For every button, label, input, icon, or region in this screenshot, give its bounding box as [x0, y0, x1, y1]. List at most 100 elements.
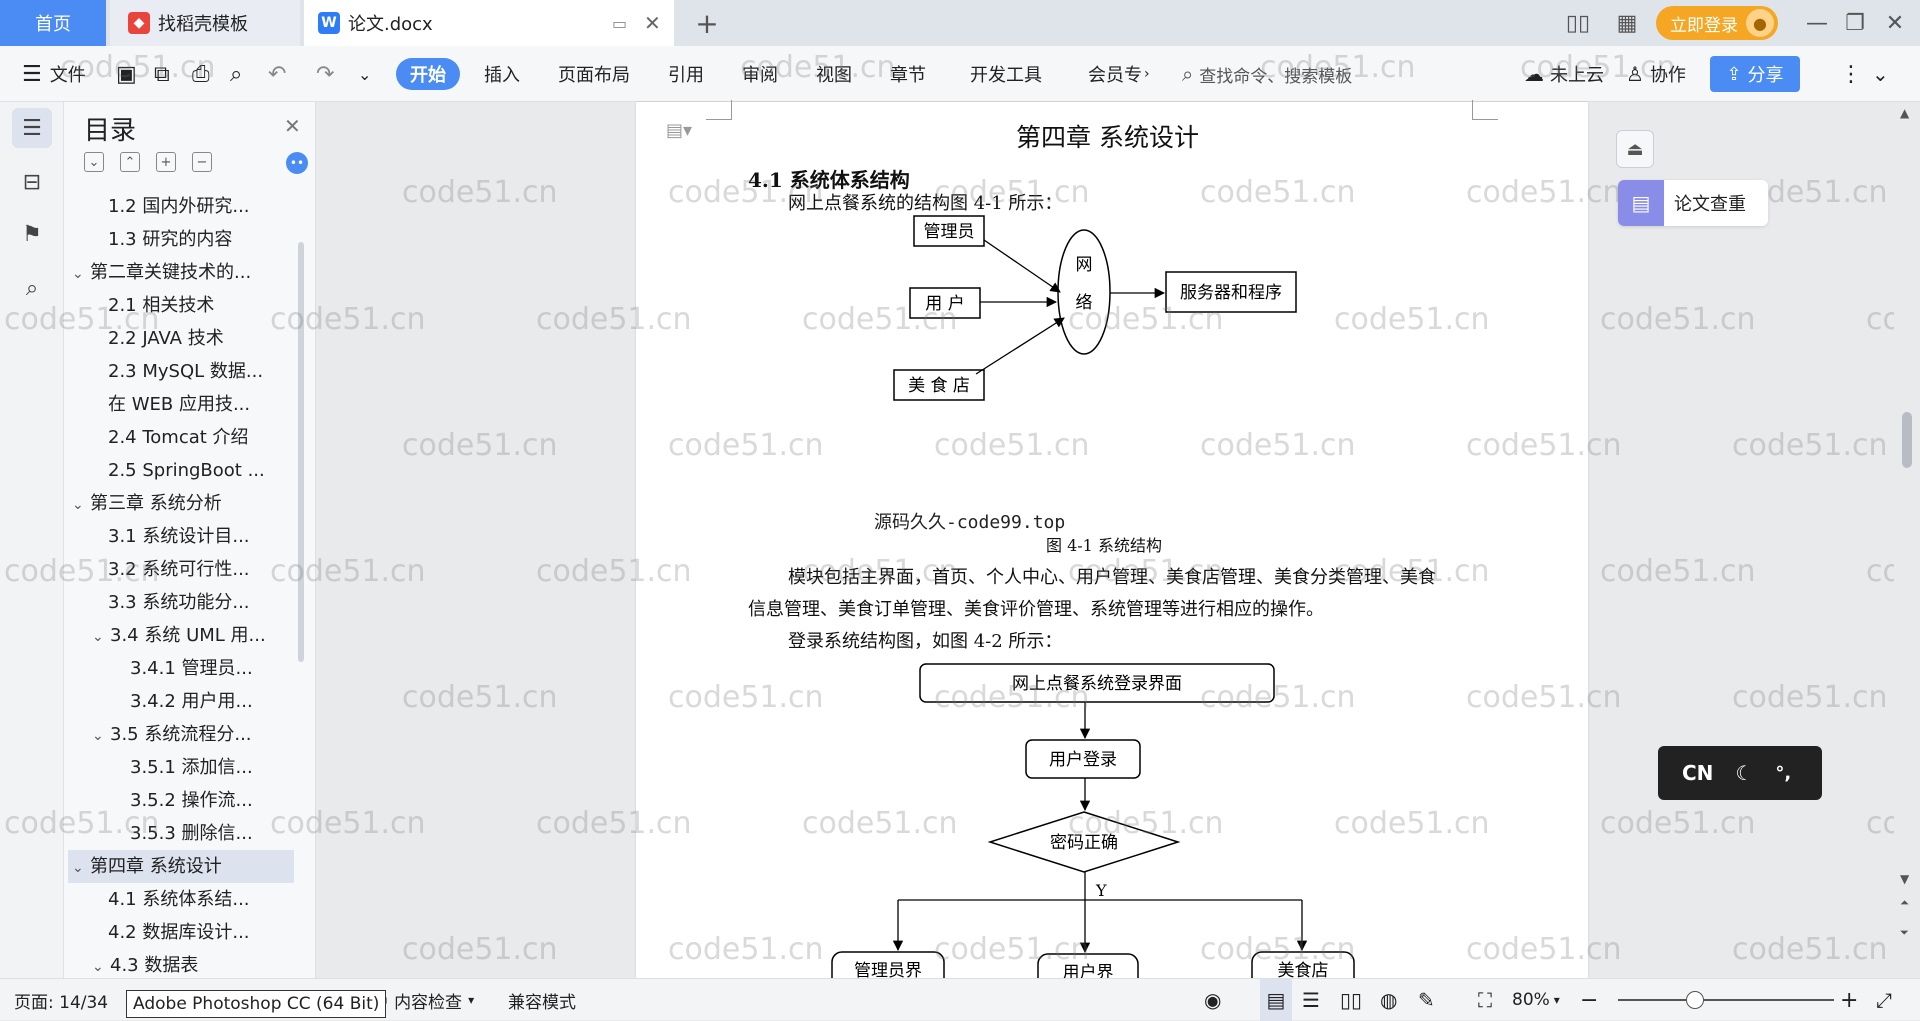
toc-item[interactable]: 3.1 系统设计目... [68, 520, 294, 553]
toc-item[interactable]: ⌄第四章 系统设计 [68, 850, 294, 883]
apps-grid-icon[interactable]: ▦ [1616, 10, 1638, 36]
toc-item[interactable]: 4.2 数据库设计... [68, 916, 294, 949]
new-tab-icon[interactable]: + [695, 6, 719, 40]
tab-insert[interactable]: 插入 [484, 46, 520, 102]
toc-item[interactable]: 3.4.2 用户用... [68, 685, 294, 718]
collaborate-button[interactable]: ♙ 协作 [1626, 46, 1686, 102]
zoom-level[interactable]: 80% ▾ [1512, 979, 1560, 1021]
export-icon[interactable]: ⧉ [154, 61, 170, 87]
tab-chapter[interactable]: 章节 [890, 46, 926, 102]
scroll-up-icon[interactable]: ▲ [1900, 106, 1910, 120]
toc-close-icon[interactable]: ✕ [284, 114, 301, 138]
vertical-scrollbar[interactable]: ▲ ▼ ⏶ ⏷ [1894, 102, 1920, 978]
chevron-down-icon[interactable]: ⌄ [92, 629, 104, 645]
zoom-in-icon[interactable]: + [1840, 987, 1859, 1013]
eject-panel-icon[interactable]: ⏏ [1616, 130, 1654, 168]
undo-icon[interactable]: ↶ [268, 61, 287, 87]
login-button[interactable]: 立即登录 ● [1656, 6, 1778, 40]
tab-start[interactable]: 开始 [396, 58, 460, 90]
toc-item[interactable]: 3.2 系统可行性... [68, 553, 294, 586]
scrollbar-thumb[interactable] [1902, 412, 1912, 468]
tab-review[interactable]: 审阅 [742, 46, 778, 102]
remove-heading-icon[interactable]: − [192, 152, 212, 172]
chevron-down-icon[interactable]: ⌄ [92, 959, 104, 975]
fullscreen-icon[interactable]: ⤢ [1876, 988, 1892, 1012]
scroll-down-icon[interactable]: ▼ [1900, 872, 1910, 886]
chevron-down-icon[interactable]: ⌄ [72, 266, 84, 282]
ime-language[interactable]: CN [1682, 761, 1714, 785]
bookmark-icon[interactable]: ⚑ [22, 221, 42, 247]
toc-item[interactable]: ⌄3.4 系统 UML 用... [68, 619, 294, 652]
tab-developer[interactable]: 开发工具 [970, 46, 1042, 102]
command-search[interactable]: ⌕ 查找命令、搜索模板 [1182, 46, 1352, 102]
zoom-slider[interactable] [1618, 999, 1834, 1001]
cloud-status[interactable]: ☁ 未上云 [1524, 46, 1604, 102]
find-icon[interactable]: ⌕ [25, 275, 39, 301]
prev-page-icon[interactable]: ⏶ [1900, 896, 1909, 909]
tab-template[interactable]: ◆ 找稻壳模板 [110, 0, 300, 46]
toc-item[interactable]: ⌄4.3 数据表 [68, 949, 294, 978]
web-view-icon[interactable]: ◍ [1380, 988, 1398, 1012]
collapse-ribbon-icon[interactable]: ⌄ [1872, 62, 1889, 86]
page-indicator[interactable]: 页面: 14/34 [14, 992, 109, 1013]
next-page-icon[interactable]: ⏷ [1900, 926, 1909, 939]
expand-all-icon[interactable]: ⌄ [84, 152, 104, 172]
toc-item[interactable]: 2.1 相关技术 [68, 289, 294, 322]
toc-item[interactable]: 3.4.1 管理员... [68, 652, 294, 685]
collapse-all-icon[interactable]: ⌃ [120, 152, 140, 172]
more-options-icon[interactable]: ⋮ [1840, 61, 1862, 87]
close-tab-icon[interactable]: ✕ [644, 11, 661, 35]
outline-view-icon[interactable]: ☰ [1302, 988, 1320, 1012]
chevron-down-icon[interactable]: ⌄ [92, 728, 104, 744]
minimize-icon[interactable]: — [1806, 10, 1828, 36]
toc-panel-icon[interactable]: ☰ [12, 108, 52, 148]
eye-protect-icon[interactable]: ◉ [1204, 988, 1222, 1012]
add-heading-icon[interactable]: + [156, 152, 176, 172]
ime-toolbar[interactable]: CN ☾ °, [1658, 746, 1822, 800]
tab-home[interactable]: 首页 [0, 0, 106, 46]
toc-item[interactable]: 3.3 系统功能分... [68, 586, 294, 619]
toc-item[interactable]: 2.5 SpringBoot ... [68, 454, 294, 487]
share-button[interactable]: ⇪ 分享 [1710, 56, 1800, 92]
tab-document[interactable]: W 论文.docx ▭ ✕ [304, 0, 674, 46]
punctuation-icon[interactable]: °, [1775, 762, 1792, 784]
fit-page-icon[interactable]: ⛶ [1478, 988, 1492, 1012]
save-icon[interactable]: ▣ [116, 61, 137, 87]
toc-item[interactable]: 3.5.2 操作流... [68, 784, 294, 817]
navigation-icon[interactable]: ⊟ [22, 169, 42, 195]
annotate-icon[interactable]: ✎ [1418, 988, 1435, 1012]
zoom-out-icon[interactable]: − [1580, 987, 1599, 1013]
toc-item[interactable]: 4.1 系统体系结... [68, 883, 294, 916]
toc-item[interactable]: ⌄3.5 系统流程分... [68, 718, 294, 751]
print-preview-icon[interactable]: ⌕ [230, 61, 243, 87]
toc-item[interactable]: 2.3 MySQL 数据... [68, 355, 294, 388]
moon-icon[interactable]: ☾ [1735, 761, 1754, 785]
read-view-icon[interactable]: ▯▯ [1340, 988, 1363, 1012]
tab-references[interactable]: 引用 [668, 46, 704, 102]
paper-check-button[interactable]: ▤ 论文查重 [1618, 180, 1768, 226]
more-chevron-icon[interactable]: ⌄ [358, 64, 372, 84]
toc-scrollbar[interactable] [298, 242, 304, 662]
toc-item[interactable]: 1.2 国内外研究... [68, 190, 294, 223]
toc-item[interactable]: 2.4 Tomcat 介绍 [68, 421, 294, 454]
toc-item[interactable]: 3.5.3 删除信... [68, 817, 294, 850]
redo-icon[interactable]: ↷ [316, 61, 335, 87]
window-close-icon[interactable]: ✕ [1885, 10, 1905, 36]
tab-view[interactable]: 视图 [816, 46, 852, 102]
toc-item[interactable]: 2.2 JAVA 技术 [68, 322, 294, 355]
tab-member[interactable]: 会员专› [1088, 46, 1150, 102]
chevron-down-icon[interactable]: ⌄ [72, 860, 84, 876]
layout-toggle-icon[interactable]: ▯▯ [1565, 10, 1591, 36]
monitor-icon[interactable]: ▭ [612, 13, 628, 33]
page-view-icon[interactable]: ▤ [1260, 979, 1292, 1021]
chevron-down-icon[interactable]: ⌄ [72, 497, 84, 513]
toc-item[interactable]: ⌄第三章 系统分析 [68, 487, 294, 520]
document-page[interactable]: ▤▾ 第四章 系统设计 4.1 系统体系结构 网上点餐系统的结构图 4-1 所示… [636, 100, 1588, 978]
toc-item[interactable]: 1.3 研究的内容 [68, 223, 294, 256]
ai-assist-icon[interactable]: •• [286, 152, 308, 174]
print-icon[interactable]: ⎙ [192, 61, 210, 87]
restore-icon[interactable]: ❐ [1845, 10, 1865, 36]
toc-item[interactable]: ⌄第二章关键技术的... [68, 256, 294, 289]
content-check-button[interactable]: ▭ 内容检查 ▾ [372, 979, 474, 1021]
toc-item[interactable]: 在 WEB 应用技... [68, 388, 294, 421]
